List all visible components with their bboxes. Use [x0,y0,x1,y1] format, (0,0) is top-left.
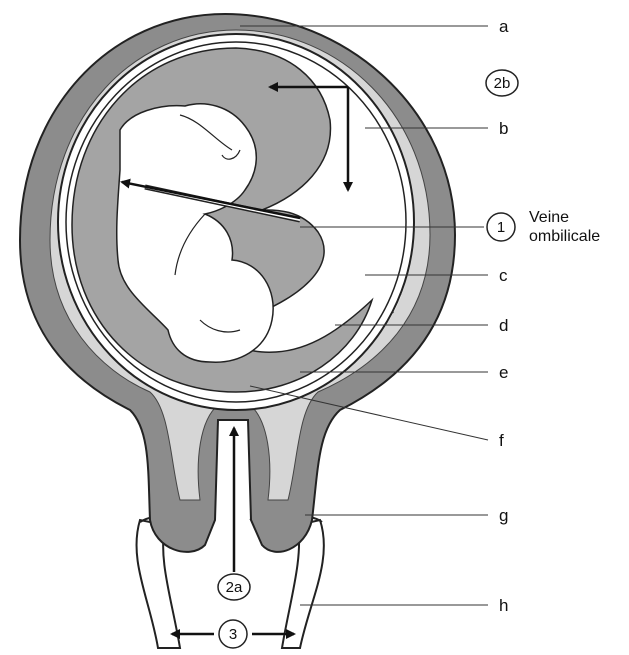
marker-2a: 2a [218,574,250,600]
svg-text:2a: 2a [226,579,243,596]
label-b: b [499,119,508,138]
annotation-veine: Veine [529,209,569,226]
marker-3: 3 [219,620,247,648]
label-a: a [499,17,509,36]
label-d: d [499,316,508,335]
label-e: e [499,363,508,382]
label-h: h [499,596,508,615]
label-c: c [499,266,508,285]
label-g: g [499,506,508,525]
svg-text:1: 1 [497,219,505,236]
annotation-ombilicale: ombilicale [529,228,600,245]
marker-2b: 2b [486,70,518,96]
svg-text:3: 3 [229,626,237,643]
label-f: f [499,431,504,450]
marker-1: 1 [487,213,515,241]
svg-text:2b: 2b [494,75,511,92]
